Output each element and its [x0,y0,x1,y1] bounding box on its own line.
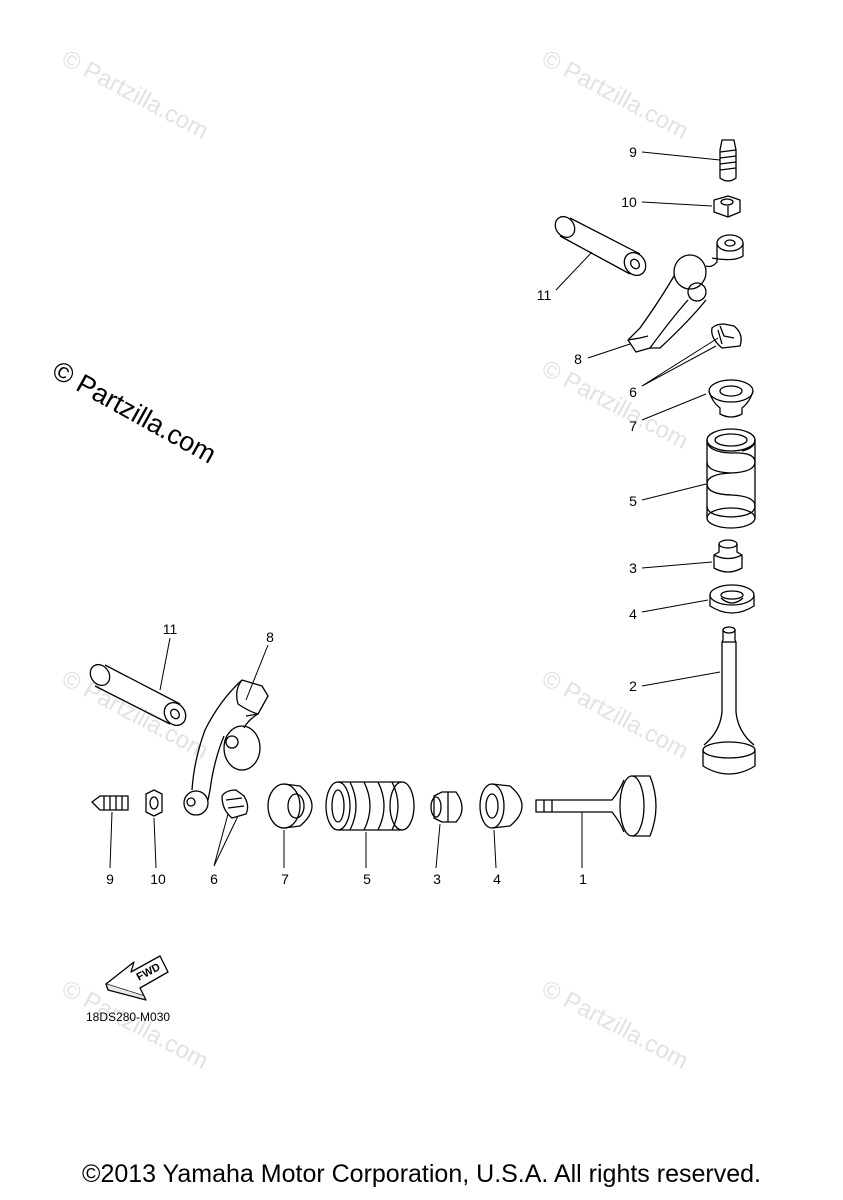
callout-10: 10 [621,194,637,210]
callout-8: 8 [574,351,582,367]
fwd-arrow-icon [105,955,169,1001]
diagram-code: 18DS280-M030 [86,1010,171,1024]
part-rocker-arm-top [627,234,744,353]
part-adjusting-screw-top [719,139,737,182]
part-spring-retainer-bottom [267,783,313,829]
part-rocker-shaft-top [554,215,647,277]
callout-4: 4 [629,606,637,622]
part-exhaust-valve-top [702,626,756,775]
part-stem-seal-top [713,539,743,573]
callout-4: 4 [493,871,501,887]
part-rocker-shaft-bottom [89,663,187,727]
part-rocker-arm-bottom [183,679,269,816]
leader-lines [109,151,721,869]
callout-5: 5 [629,493,637,509]
callout-10: 10 [150,871,166,887]
callout-3: 3 [433,871,441,887]
part-valve-cotter-top [711,323,742,349]
callout-3: 3 [629,560,637,576]
part-locknut-bottom [145,789,163,817]
part-stem-seal-bottom [430,791,463,823]
callout-2: 2 [629,678,637,694]
part-valve-spring-bottom [325,781,415,831]
part-valve-cotter-bottom [221,789,249,819]
callout-8: 8 [266,629,274,645]
callout-5: 5 [363,871,371,887]
callout-7: 7 [281,871,289,887]
part-locknut-top [713,195,741,218]
callout-1: 1 [579,871,587,887]
part-spring-seat-top [709,584,755,614]
part-adjusting-screw-bottom [91,795,129,811]
callout-9: 9 [629,144,637,160]
callout-7: 7 [629,418,637,434]
callout-11: 11 [536,287,552,303]
callout-11: 11 [162,621,178,637]
copyright-notice: ©2013 Yamaha Motor Corporation, U.S.A. A… [82,1160,761,1188]
callout-6: 6 [629,384,637,400]
part-spring-retainer-top [708,379,754,418]
callout-6: 6 [210,871,218,887]
part-spring-seat-bottom [479,783,523,829]
part-valve-spring-top [706,428,756,529]
part-intake-valve-bottom [535,775,657,837]
callout-9: 9 [106,871,114,887]
